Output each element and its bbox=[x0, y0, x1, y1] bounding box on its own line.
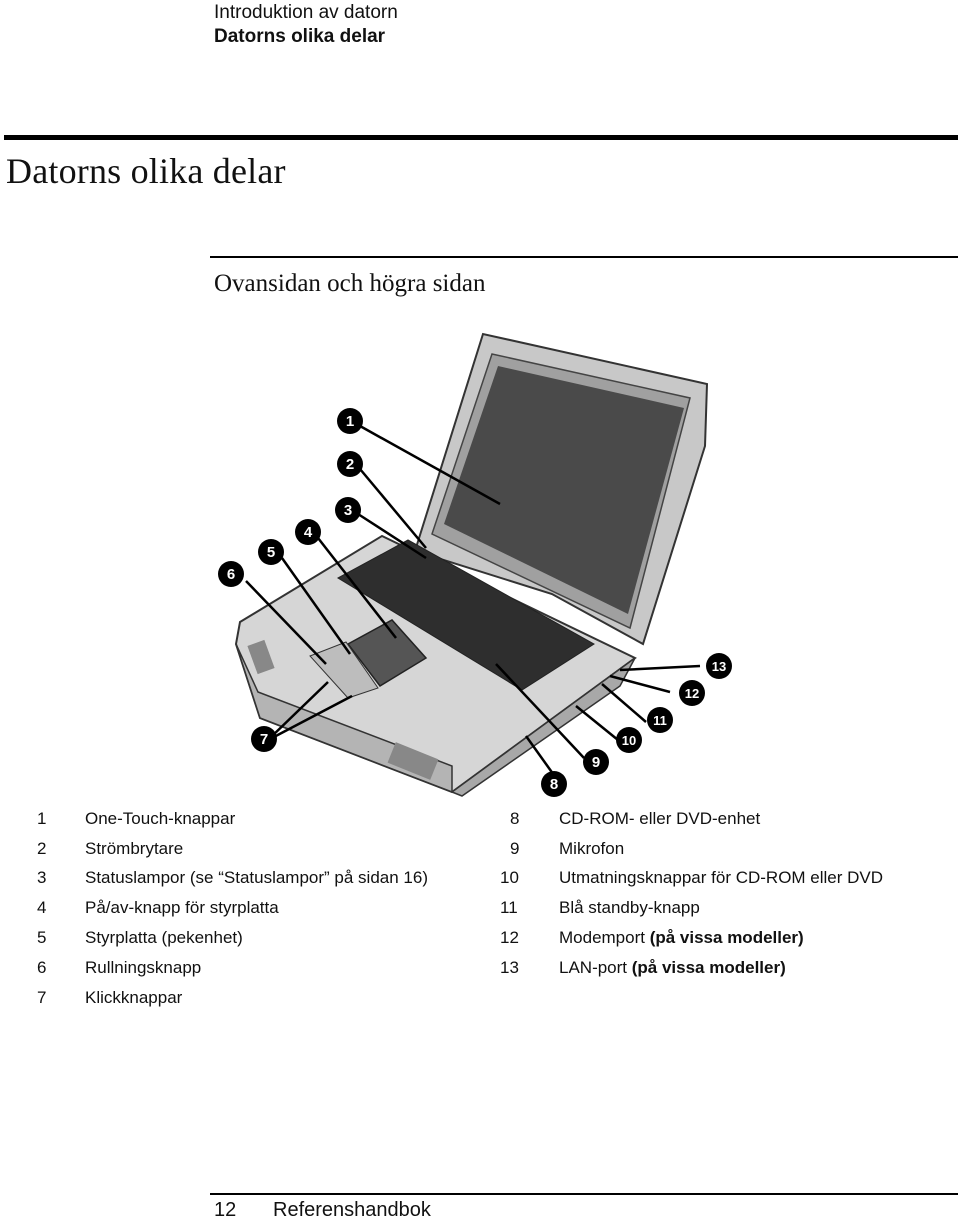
callout-label: 4 bbox=[304, 524, 313, 541]
callout-badge bbox=[337, 451, 363, 477]
callout-label: 5 bbox=[267, 544, 275, 561]
callout-badge bbox=[218, 561, 244, 587]
page-number: 12 bbox=[214, 1199, 237, 1221]
legend-num: 10 bbox=[500, 868, 519, 887]
legend-text: Styrplatta (pekenhet) bbox=[85, 928, 243, 947]
legend-num: 4 bbox=[37, 898, 47, 917]
callout-label: 12 bbox=[685, 686, 699, 701]
legend-num: 1 bbox=[37, 809, 47, 828]
laptop-base bbox=[234, 534, 637, 797]
legend-num: 5 bbox=[37, 928, 47, 947]
legend-text: CD-ROM- eller DVD-enhet bbox=[559, 809, 761, 828]
page-title: Datorns olika delar bbox=[6, 151, 286, 191]
callout-badge bbox=[541, 771, 567, 797]
callout-label: 6 bbox=[227, 566, 235, 583]
legend-num: 13 bbox=[500, 958, 519, 977]
legend-text: Klickknappar bbox=[85, 988, 183, 1007]
legend-text: Strömbrytare bbox=[85, 839, 184, 858]
callout-badges: 1 2 3 4 5 6 7 8 9 10 11 12 13 bbox=[218, 408, 732, 797]
callout-badge bbox=[647, 707, 673, 733]
callout-label: 8 bbox=[550, 776, 558, 793]
callout-badge bbox=[706, 653, 732, 679]
legend-text: Statuslampor (se “Statuslampor” på sidan… bbox=[85, 868, 428, 887]
callout-badge bbox=[337, 408, 363, 434]
legend-num: 12 bbox=[500, 928, 519, 947]
legend-text: Blå standby-knapp bbox=[559, 898, 700, 917]
legend-text: På/av-knapp för styrplatta bbox=[85, 898, 279, 917]
legend-num: 11 bbox=[500, 898, 518, 917]
callout-badge bbox=[616, 727, 642, 753]
legend-text: One-Touch-knappar bbox=[85, 809, 236, 828]
legend-num: 3 bbox=[37, 868, 47, 887]
legend-num: 7 bbox=[37, 988, 47, 1007]
legend-num: 6 bbox=[37, 958, 47, 977]
legend-num: 2 bbox=[37, 839, 47, 858]
book-title: Referenshandbok bbox=[273, 1199, 431, 1221]
footer-rule bbox=[210, 1193, 958, 1195]
legend-num: 8 bbox=[510, 809, 520, 828]
laptop-lid bbox=[413, 332, 709, 646]
callout-label: 1 bbox=[346, 413, 354, 430]
legend-text: Utmatningsknappar för CD-ROM eller DVD bbox=[559, 868, 884, 887]
callout-badge bbox=[583, 749, 609, 775]
legend-text: Mikrofon bbox=[559, 839, 625, 858]
callout-badge bbox=[251, 726, 277, 752]
callout-badge bbox=[679, 680, 705, 706]
callout-badge bbox=[335, 497, 361, 523]
callout-badge bbox=[258, 539, 284, 565]
legend-text: Modemport (på vissa modeller) bbox=[559, 928, 804, 947]
legend-text: Rullningsknapp bbox=[85, 958, 202, 977]
laptop-illustration: 1 2 3 4 5 6 7 8 9 10 11 12 13 bbox=[218, 332, 732, 797]
callout-label: 7 bbox=[260, 731, 268, 748]
callout-label: 10 bbox=[622, 733, 636, 748]
callout-label: 11 bbox=[653, 713, 667, 728]
callout-label: 3 bbox=[344, 502, 352, 519]
callout-badge bbox=[295, 519, 321, 545]
legend-text: LAN-port (på vissa modeller) bbox=[559, 958, 786, 977]
header-chapter: Datorns olika delar bbox=[214, 26, 386, 47]
callout-label: 9 bbox=[592, 754, 600, 771]
header-section: Introduktion av datorn bbox=[214, 2, 398, 23]
subtitle-rule bbox=[210, 256, 958, 258]
subtitle: Ovansidan och högra sidan bbox=[214, 270, 486, 297]
callout-label: 13 bbox=[712, 659, 726, 674]
top-rule bbox=[4, 135, 958, 140]
callout-label: 2 bbox=[346, 456, 354, 473]
legend-num: 9 bbox=[510, 839, 520, 858]
callout-lines bbox=[245, 424, 701, 779]
